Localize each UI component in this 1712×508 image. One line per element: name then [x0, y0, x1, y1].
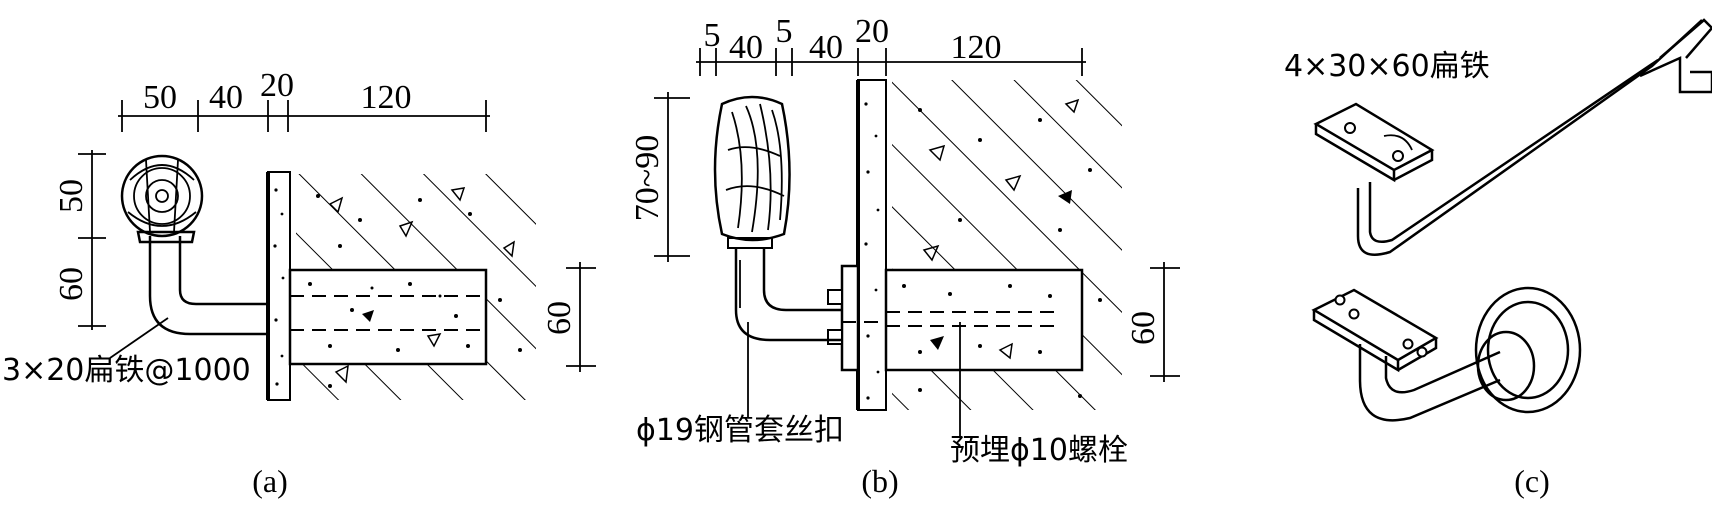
- dim-a-left-60: 60: [53, 267, 90, 301]
- dim-b-40a: 40: [729, 29, 763, 66]
- note-embedded-bolt: 预埋ϕ10螺栓: [950, 433, 1128, 468]
- note-flat-iron-4x30x60: 4×30×60扁铁: [1284, 49, 1490, 84]
- panel-a-round-handrail: [120, 154, 204, 238]
- note-steel-pipe: ϕ19钢管套丝扣: [636, 413, 844, 448]
- dim-b-left-70-90: 70~90: [629, 135, 666, 221]
- panel-a-right-dimension: 60: [541, 262, 596, 372]
- dim-b-5b: 5: [776, 13, 793, 50]
- panel-c-wall-flange-bracket: [1311, 286, 1582, 422]
- dim-a-120: 120: [361, 79, 412, 116]
- caption-a: (a): [252, 463, 288, 499]
- panel-c: 4×30×60扁铁: [1284, 18, 1712, 499]
- caption-c: (c): [1514, 463, 1550, 499]
- dim-b-20: 20: [855, 13, 889, 50]
- dim-a-20: 20: [260, 67, 294, 104]
- panel-a: 50 40 20 120 50 60 60: [2, 67, 596, 499]
- dim-a-40: 40: [209, 79, 243, 116]
- dim-b-5a: 5: [704, 17, 721, 54]
- panel-a-bracket: [136, 230, 268, 336]
- panel-b-concrete-block: [884, 268, 1084, 372]
- panel-b: 5 40 5 40 20 120 70~90 60: [629, 13, 1180, 499]
- dim-a-right-60: 60: [541, 301, 578, 335]
- panel-c-flat-iron-bracket: [1313, 18, 1712, 256]
- dim-b-right-60: 60: [1125, 311, 1162, 345]
- note-flat-iron-3x20: 3×20扁铁@1000: [2, 353, 251, 388]
- caption-b: (b): [861, 463, 898, 499]
- panel-b-left-dimension: 70~90: [629, 92, 690, 262]
- panel-b-right-dimension: 60: [1125, 262, 1180, 382]
- panel-a-concrete-block: [288, 268, 488, 366]
- panel-b-wooden-handrail: [713, 95, 791, 242]
- dim-a-50: 50: [143, 79, 177, 116]
- panel-a-left-dimensions: 50 60: [53, 150, 106, 330]
- panel-b-pipe-bracket: [727, 237, 842, 342]
- dim-b-120: 120: [951, 29, 1002, 66]
- dim-b-40b: 40: [809, 29, 843, 66]
- panel-a-note-leader: [109, 317, 169, 359]
- panel-a-top-dimensions: 50 40 20 120: [118, 67, 490, 132]
- panel-b-top-dimensions: 5 40 5 40 20 120: [696, 13, 1086, 76]
- dim-a-left-50: 50: [53, 179, 90, 213]
- panel-b-anchor-bolt: [827, 264, 886, 372]
